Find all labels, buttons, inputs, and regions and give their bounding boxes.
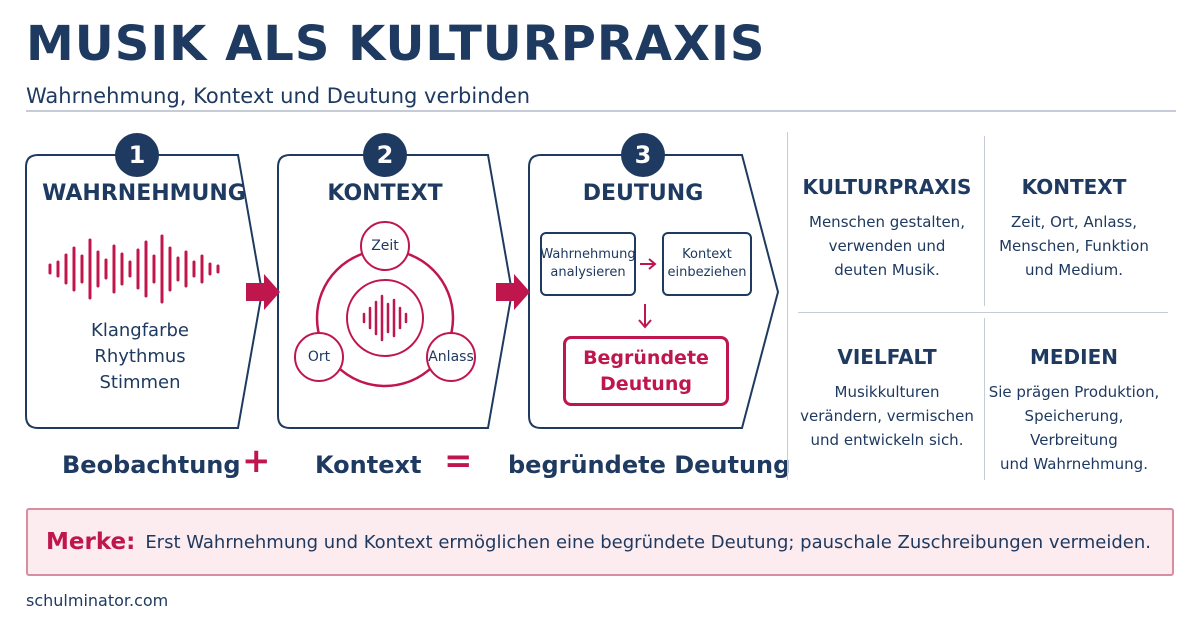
context-circle-zeit [360,221,410,271]
center-soundwave-icon [362,294,408,342]
step-3-box [528,154,780,429]
header-divider [26,110,1176,112]
analyze-perception-box: Wahrnehmung analysieren [540,232,636,296]
cell-title-kulturpraxis: KULTURPRAXIS [802,175,972,199]
step-3-badge [621,133,665,177]
context-center-circle [346,279,424,357]
context-label-anlass: Anlass [428,349,474,365]
cell-line: verändern, vermischen [800,407,974,425]
arrow-right-icon [640,258,657,270]
panel-divider [787,132,788,480]
equation-term-observation: Beobachtung [62,451,241,479]
cell-line: Sie prägen Produktion, [988,383,1160,401]
cell-title-vielfalt: VIELFALT [837,345,937,369]
justified-interpretation-box: Begründete Deutung [563,336,729,406]
note-text: Erst Wahrnehmung und Kontext ermöglichen… [145,531,1151,553]
cell-line: und Medium. [1024,261,1124,279]
context-circle-ort [294,332,344,382]
step-2-box [277,154,514,429]
panel-grid-line [984,136,985,306]
cell-title-medien: MEDIEN [1029,345,1118,369]
panel-grid-line [984,318,985,480]
context-label-zeit: Zeit [371,238,399,254]
cell-line: Speicherung, Verbreitung [1024,407,1124,449]
step-2-badge [363,133,407,177]
cell-line: deuten Musik. [834,261,940,279]
equation-term-context: Kontext [315,451,422,479]
step-1-number: 1 [128,141,146,169]
page-title: MUSIK ALS KULTURPRAXIS [26,16,766,72]
plus-sign: + [242,441,271,481]
step-2-number: 2 [376,141,394,169]
step-1-box [25,154,264,429]
arrow-down-icon [638,304,652,329]
arrow-2-to-3 [496,274,530,310]
cell-text-medien: Sie prägen Produktion, Speicherung, Verb… [984,380,1164,476]
cell-text-kulturpraxis: Menschen gestalten, verwenden und deuten… [797,210,977,282]
include-context-box: Kontext einbeziehen [662,232,752,296]
cell-line: und Wahrnehmung. [1000,455,1148,473]
step-2-title: KONTEXT [327,181,443,206]
context-circle-anlass [426,332,476,382]
step-1-badge [115,133,159,177]
step-1-title: WAHRNEHMUNG [42,181,246,206]
cell-text-vielfalt: Musikkulturen verändern, vermischen und … [797,380,977,452]
perception-item: Klangfarbe [91,320,189,341]
cell-line: Musikkulturen [834,383,940,401]
arrow-1-to-2 [246,274,280,310]
note-label: Merke: [46,529,136,555]
cell-line: verwenden und [828,237,946,255]
equals-sign: = [444,441,473,481]
cell-line: Zeit, Ort, Anlass, [1010,213,1137,231]
step-3-number: 3 [634,141,652,169]
cell-text-kontext: Zeit, Ort, Anlass, Menschen, Funktion un… [984,210,1164,282]
context-label-ort: Ort [307,349,331,365]
perception-item: Stimmen [99,372,181,393]
soundwave-icon [48,234,220,304]
perception-item: Rhythmus [94,346,186,367]
cell-title-kontext: KONTEXT [1021,175,1127,199]
step-3-title: DEUTUNG [582,181,704,206]
panel-grid-line [798,312,1168,313]
footer-site: schulminator.com [26,591,169,610]
cell-line: Menschen, Funktion [999,237,1149,255]
cell-line: und entwickeln sich. [810,431,964,449]
page-subtitle: Wahrnehmung, Kontext und Deutung verbind… [26,84,531,108]
equation-result: begründete Deutung [508,451,791,479]
note-box: Merke: Erst Wahrnehmung und Kontext ermö… [26,508,1174,576]
cell-line: Menschen gestalten, [809,213,965,231]
